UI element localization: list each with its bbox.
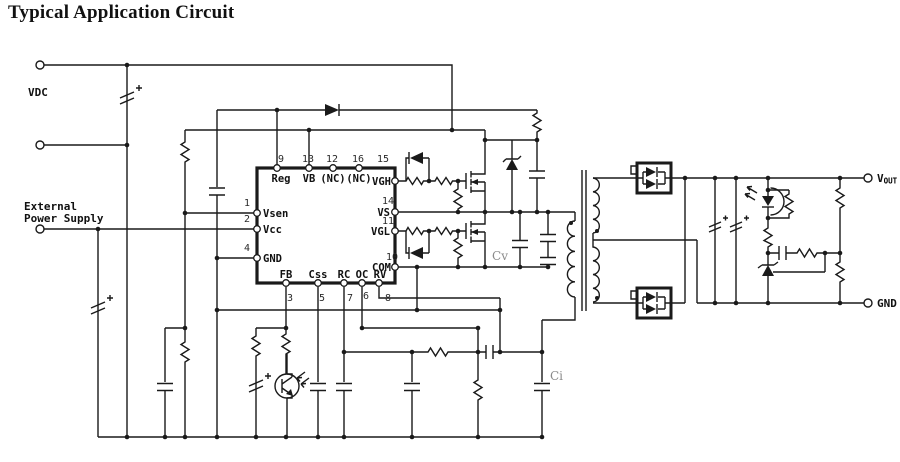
pin-num-10: 10 <box>386 252 398 263</box>
ic-pin-vcc <box>253 225 261 233</box>
pin-label-nc12: (NC) <box>320 173 345 185</box>
ic-pin-gnd <box>253 254 261 262</box>
pin-num-16: 16 <box>352 154 364 165</box>
low-side-gate-network <box>398 226 466 267</box>
ic-pin-fb <box>282 279 290 287</box>
pin-label-fb: FB <box>280 269 293 281</box>
ic-pin-nc12 <box>329 164 337 172</box>
vdc-positive-terminal <box>35 60 45 70</box>
ic-pin-labels: Vsen Vcc GND Reg VB (NC) (NC) VGH VS VGL… <box>263 173 391 281</box>
gnd-label: GND <box>877 297 897 310</box>
ic-pin-com <box>391 263 399 271</box>
pin-num-2: 2 <box>244 214 250 225</box>
junction-dots <box>95 62 843 440</box>
high-side-mosfet <box>465 130 486 212</box>
pin-label-vb: VB <box>303 173 316 185</box>
cv-cap-label: Cv <box>492 249 508 263</box>
pin-num-5: 5 <box>319 293 325 304</box>
ic-pin-nc16 <box>355 164 363 172</box>
optocoupler-phototransistor <box>274 354 310 437</box>
bottom-rectifier-diode <box>630 286 673 320</box>
pin-num-1: 1 <box>244 198 250 209</box>
pin-label-nc16: (NC) <box>346 173 371 185</box>
pin-num-8: 8 <box>385 293 391 304</box>
page-title: Typical Application Circuit <box>8 2 235 23</box>
ic-pin-vb <box>305 164 313 172</box>
ic-pin-reg <box>273 164 281 172</box>
pin-num-11: 11 <box>382 216 394 227</box>
series-diode <box>325 104 340 116</box>
pin-num-9: 9 <box>278 154 284 165</box>
ic-pin-oc <box>358 279 366 287</box>
ic-pin-rc <box>340 279 348 287</box>
ic-pins <box>253 164 399 287</box>
pin-label-css: Css <box>309 269 328 281</box>
pin-label-rc: RC <box>338 269 351 281</box>
ic-pin-vs <box>391 208 399 216</box>
ic-pin-vgl <box>391 227 399 235</box>
terminals <box>35 60 873 308</box>
vout-label: VOUT <box>877 172 898 186</box>
ic-pin-css <box>314 279 322 287</box>
vout-terminal <box>863 173 873 183</box>
pin-label-rv: RV <box>374 269 387 281</box>
pin-num-7: 7 <box>347 293 353 304</box>
vdc-negative-terminal <box>35 140 45 150</box>
zener-diode <box>502 155 522 170</box>
pin-label-oc: OC <box>356 269 369 281</box>
low-side-mosfet <box>465 212 486 267</box>
pin-label-vgl: VGL <box>371 226 390 238</box>
pin-num-15: 15 <box>377 154 389 165</box>
optocoupler-led <box>744 185 785 216</box>
pin-num-14: 14 <box>382 196 394 207</box>
pin-num-13: 13 <box>302 154 314 165</box>
ic-pin-vsen <box>253 209 261 217</box>
transformer <box>566 170 601 311</box>
shunt-regulator <box>757 261 779 276</box>
electrolytic-capacitors <box>90 85 749 393</box>
external-supply-label-line1: External <box>24 200 77 213</box>
pin-label-vcc: Vcc <box>263 224 282 236</box>
external-supply-label-line2: Power Supply <box>24 212 104 225</box>
pin-num-4: 4 <box>244 243 250 254</box>
high-side-gate-network <box>398 152 466 212</box>
pin-label-vs: VS <box>377 207 390 219</box>
vdc-label: VDC <box>28 86 48 99</box>
ic-pin-rv <box>375 279 383 287</box>
pin-label-com: COM <box>372 262 391 274</box>
gnd-terminal <box>863 298 873 308</box>
pin-num-12: 12 <box>326 154 338 165</box>
ic-pin-vgh <box>391 177 399 185</box>
pin-label-vgh: VGH <box>372 176 391 188</box>
pin-num-6: 6 <box>363 291 369 302</box>
pin-label-reg: Reg <box>272 173 291 185</box>
ic-pin-numbers: 1 2 4 9 13 12 16 15 14 11 10 3 5 7 6 8 <box>244 154 398 304</box>
pin-label-vsen: Vsen <box>263 208 288 220</box>
pin-num-3: 3 <box>287 293 293 304</box>
pin-label-gnd: GND <box>263 253 282 265</box>
ci-cap-label: Ci <box>550 369 563 383</box>
external-supply-terminal <box>35 224 45 234</box>
top-rectifier-diode <box>630 161 673 195</box>
